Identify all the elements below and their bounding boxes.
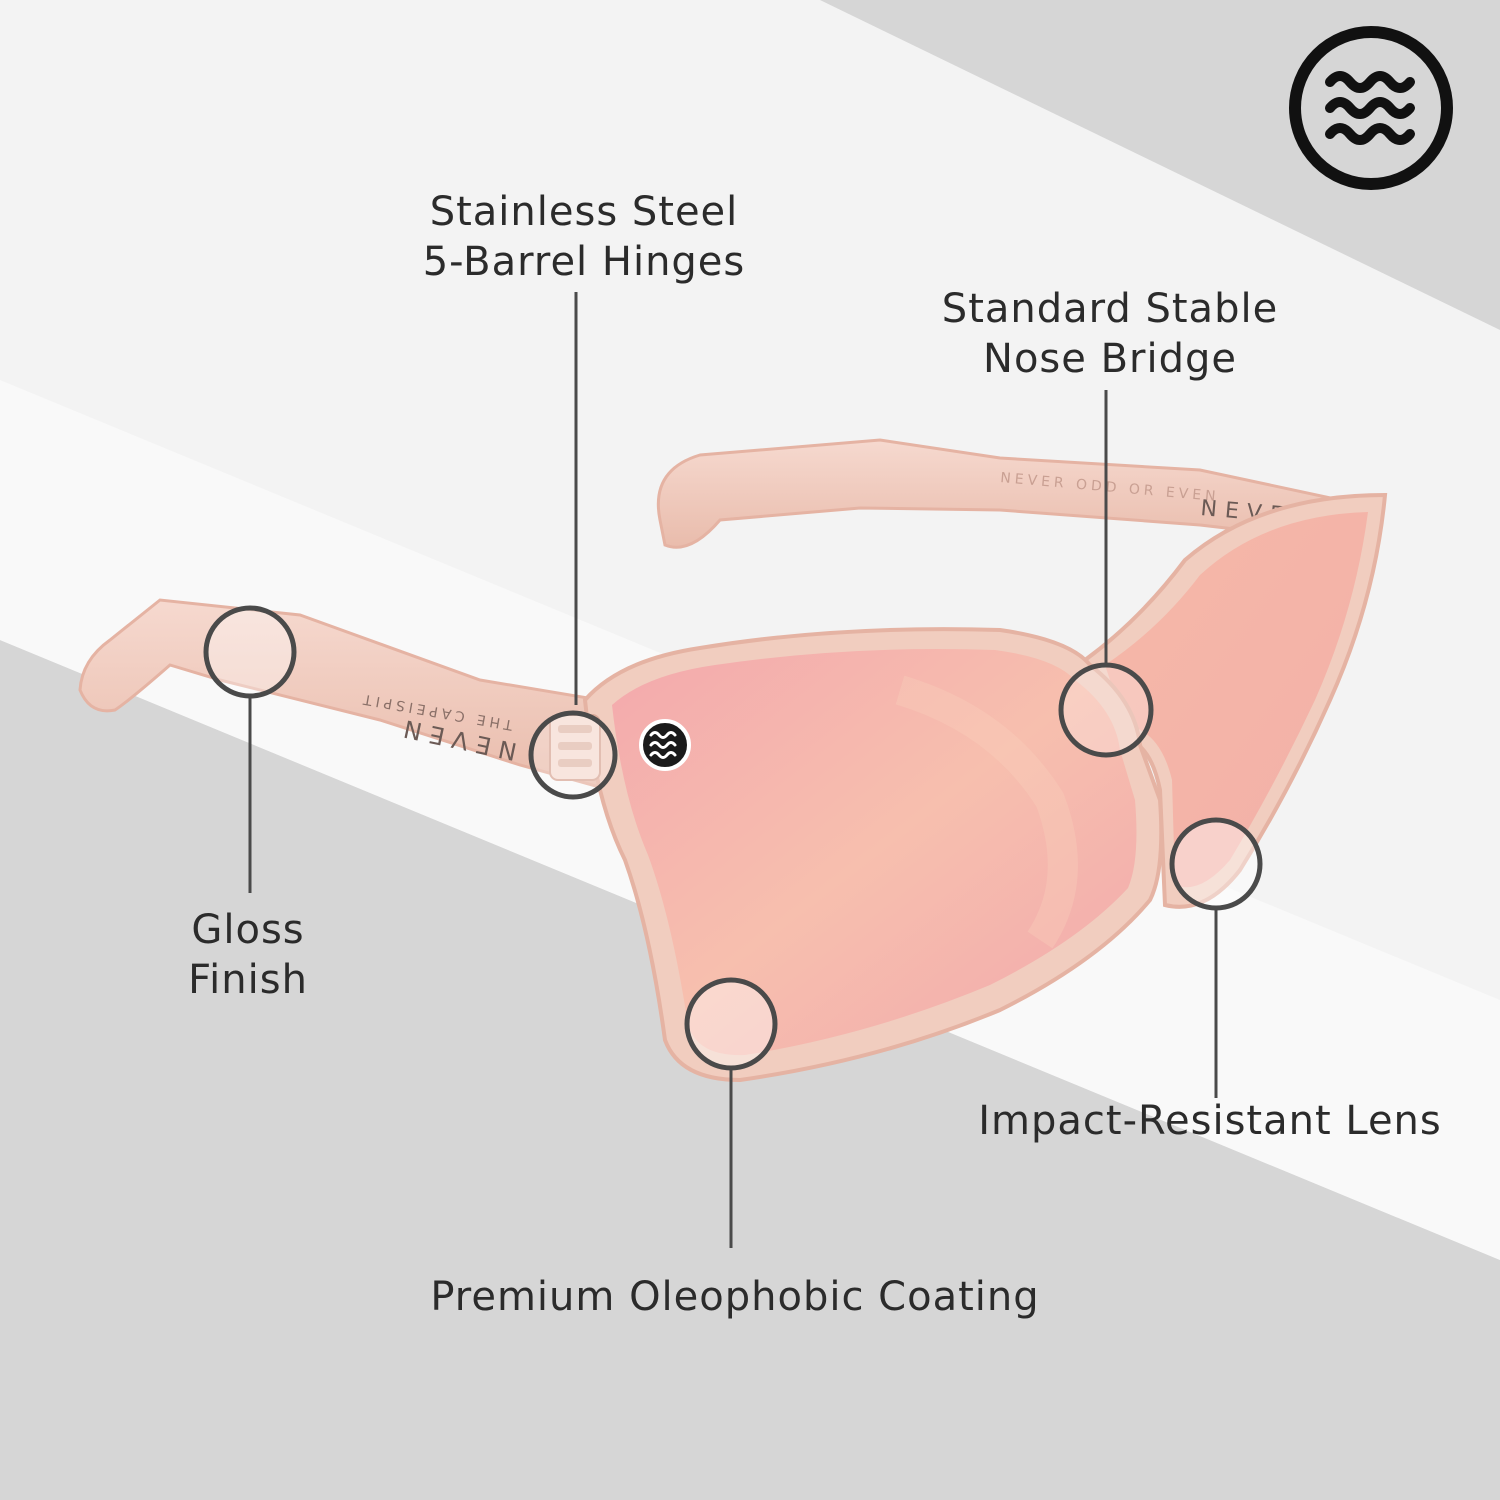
callout-coating-label: Premium Oleophobic Coating [420,1272,1050,1322]
callout-gloss-line2: Finish [188,957,308,1003]
callout-gloss-label: Gloss Finish [98,905,398,1005]
callout-coating-line1: Premium Oleophobic Coating [430,1274,1040,1320]
callout-lens-marker [1169,817,1263,1098]
front-lens [582,627,1164,1083]
callout-hinges-line2: 5-Barrel Hinges [422,239,746,285]
callout-hinges-label: Stainless Steel 5-Barrel Hinges [384,187,784,287]
callout-nose-bridge-label: Standard Stable Nose Bridge [910,284,1310,384]
callout-nose-bridge-line1: Standard Stable [941,286,1279,332]
right-lens [1082,492,1388,909]
callout-nose-bridge-marker [1058,390,1154,758]
callout-lens-label: Impact-Resistant Lens [960,1096,1460,1146]
callout-coating-marker [684,977,778,1248]
callout-gloss-line1: Gloss [191,907,305,953]
callout-hinges-marker [528,292,618,800]
callout-lens-line1: Impact-Resistant Lens [978,1098,1442,1144]
callout-hinges-line1: Stainless Steel [429,189,739,235]
waves-badge-icon [639,719,691,771]
waves-logo-icon [1289,26,1453,190]
callout-gloss-marker [203,605,297,893]
callout-nose-bridge-line2: Nose Bridge [983,336,1237,382]
